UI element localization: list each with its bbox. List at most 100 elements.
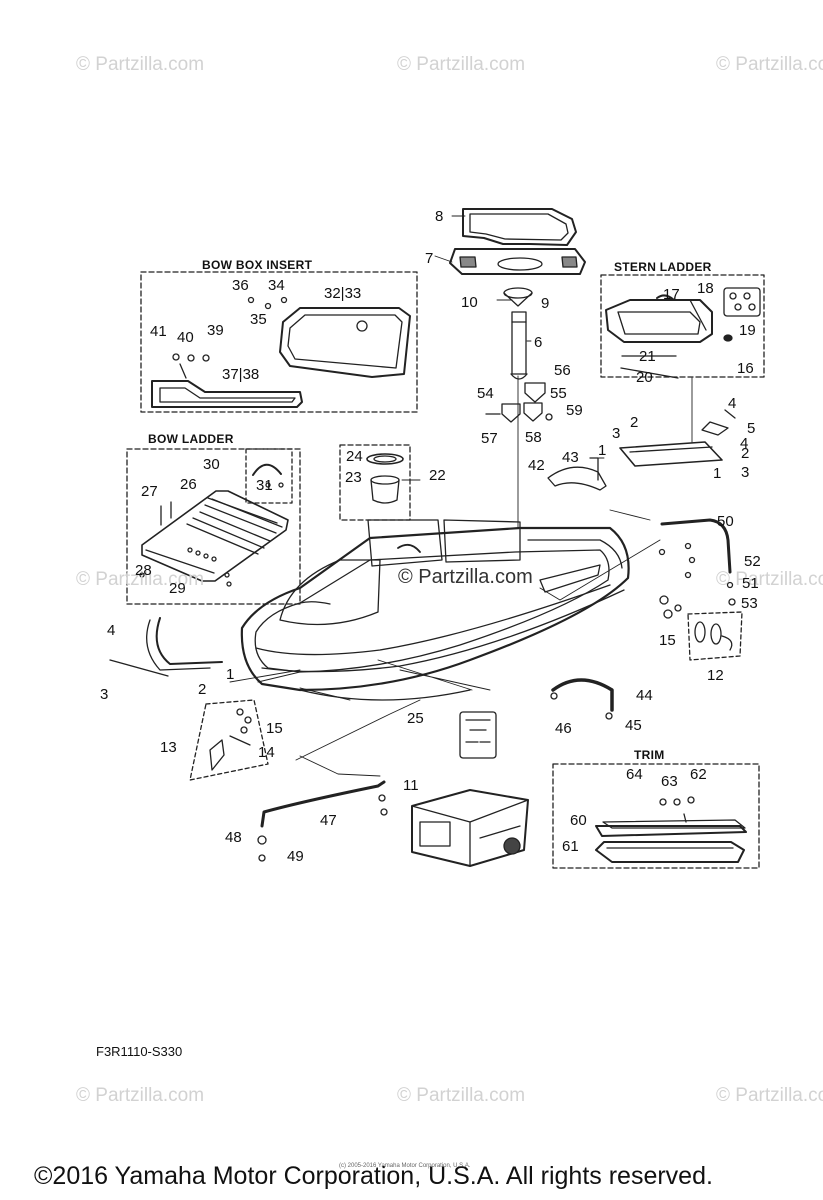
callout-59: 59 bbox=[566, 402, 583, 419]
trim-title: TRIM bbox=[634, 748, 665, 762]
brackets-part-54-58 bbox=[485, 382, 553, 423]
callout-20: 20 bbox=[636, 369, 653, 386]
center-watermark: © Partzilla.com bbox=[398, 566, 533, 588]
callout-3: 3 bbox=[741, 464, 750, 481]
grab-rail-part-50 bbox=[658, 518, 736, 606]
bow-box-insert-title: BOW BOX INSERT bbox=[202, 258, 313, 272]
callout-64: 64 bbox=[626, 766, 643, 783]
cooler-part-11 bbox=[411, 789, 529, 867]
trim-strips bbox=[595, 796, 747, 863]
stern-ladder-title: STERN LADDER bbox=[614, 260, 712, 274]
callout-21: 21 bbox=[639, 348, 656, 365]
bow-box-insert-frame bbox=[140, 271, 418, 413]
callout-15: 15 bbox=[266, 720, 283, 737]
callout-19: 19 bbox=[739, 322, 756, 339]
callout-31: 31 bbox=[256, 477, 273, 494]
callout-9: 9 bbox=[541, 295, 550, 312]
callout-53: 53 bbox=[741, 595, 758, 612]
callout-51: 51 bbox=[742, 575, 759, 592]
stern-brackets-part-1-5 bbox=[619, 409, 736, 467]
bow-rope-part-2-4 bbox=[109, 617, 223, 677]
callout-54: 54 bbox=[477, 385, 494, 402]
callout-16: 16 bbox=[737, 360, 754, 377]
callout-13: 13 bbox=[160, 739, 177, 756]
diagram-code: F3R1110-S330 bbox=[96, 1044, 183, 1059]
drain-part-25 bbox=[459, 711, 497, 759]
bow-ladder-hook-frame bbox=[245, 448, 293, 504]
callout-34: 34 bbox=[268, 277, 285, 294]
callout-10: 10 bbox=[461, 294, 478, 311]
pedestal-parts bbox=[503, 287, 533, 380]
bow-ladder-assembly bbox=[139, 463, 289, 587]
callout-60: 60 bbox=[570, 812, 587, 829]
watermark: © Partzilla.com bbox=[76, 569, 205, 590]
callout-43: 43 bbox=[562, 449, 579, 466]
watermark: © Partzilla.com bbox=[716, 1085, 823, 1106]
callout-37-38: 37|38 bbox=[222, 366, 260, 383]
watermark: © Partzilla.com bbox=[76, 1085, 205, 1106]
stern-ladder-assembly bbox=[605, 287, 761, 379]
callout-26: 26 bbox=[180, 476, 197, 493]
callout-3: 3 bbox=[100, 686, 109, 703]
callout-4: 4 bbox=[728, 395, 737, 412]
callout-22: 22 bbox=[429, 467, 446, 484]
callout-2: 2 bbox=[198, 681, 207, 698]
callout-45: 45 bbox=[625, 717, 642, 734]
tow-hook-left-part-13 bbox=[189, 699, 269, 781]
callout-46: 46 bbox=[555, 720, 572, 737]
callout-14: 14 bbox=[258, 744, 275, 761]
callout-1: 1 bbox=[598, 442, 607, 459]
callout-39: 39 bbox=[207, 322, 224, 339]
callout-44: 44 bbox=[636, 687, 653, 704]
callout-32-33: 32|33 bbox=[324, 285, 362, 302]
mat-part-8 bbox=[462, 208, 577, 246]
callout-17: 17 bbox=[663, 286, 680, 303]
cup-holder-part-22 bbox=[366, 453, 404, 504]
callout-25: 25 bbox=[407, 710, 424, 727]
boat-hull bbox=[240, 519, 630, 701]
callout-11: 11 bbox=[403, 777, 419, 794]
callout-58: 58 bbox=[525, 429, 542, 446]
watermark: © Partzilla.com bbox=[397, 1085, 526, 1106]
bow-ladder-frame bbox=[126, 448, 301, 605]
trim-frame bbox=[552, 763, 760, 869]
callout-61: 61 bbox=[562, 838, 579, 855]
callout-35: 35 bbox=[250, 311, 267, 328]
hatch-lid-part-7 bbox=[449, 248, 586, 275]
callout-40: 40 bbox=[177, 329, 194, 346]
callout-63: 63 bbox=[661, 773, 678, 790]
callout-50: 50 bbox=[717, 513, 734, 530]
callout-4: 4 bbox=[740, 435, 749, 452]
callout-48: 48 bbox=[225, 829, 242, 846]
callout-42: 42 bbox=[528, 457, 545, 474]
bow-box-tray bbox=[279, 307, 411, 378]
copyright: ©2016 Yamaha Motor Corporation, U.S.A. A… bbox=[34, 1162, 713, 1190]
callout-15: 15 bbox=[659, 632, 676, 649]
tow-hook-right-part-12 bbox=[659, 595, 743, 661]
handle-part-44 bbox=[550, 678, 614, 720]
callout-36: 36 bbox=[232, 277, 249, 294]
bow-box-mat bbox=[151, 380, 303, 408]
callout-1: 1 bbox=[713, 465, 722, 482]
callout-8: 8 bbox=[435, 208, 444, 225]
watermark: © Partzilla.com bbox=[397, 54, 526, 75]
callout-29: 29 bbox=[169, 580, 186, 597]
rail-part-47 bbox=[257, 780, 388, 862]
callout-28: 28 bbox=[135, 562, 152, 579]
callout-12: 12 bbox=[707, 667, 724, 684]
callout-7: 7 bbox=[425, 250, 434, 267]
bow-box-fasteners bbox=[172, 296, 288, 379]
callout-5: 5 bbox=[747, 420, 756, 437]
callout-3: 3 bbox=[612, 425, 621, 442]
callout-62: 62 bbox=[690, 766, 707, 783]
callout-30: 30 bbox=[203, 456, 220, 473]
watermark: © Partzilla.com bbox=[76, 54, 205, 75]
callout-27: 27 bbox=[141, 483, 158, 500]
watermark: © Partzilla.com bbox=[716, 569, 823, 590]
leader-lines bbox=[229, 215, 693, 777]
stern-ladder-frame bbox=[600, 274, 765, 378]
callout-56: 56 bbox=[554, 362, 571, 379]
callout-52: 52 bbox=[744, 553, 761, 570]
callout-2: 2 bbox=[630, 414, 639, 431]
